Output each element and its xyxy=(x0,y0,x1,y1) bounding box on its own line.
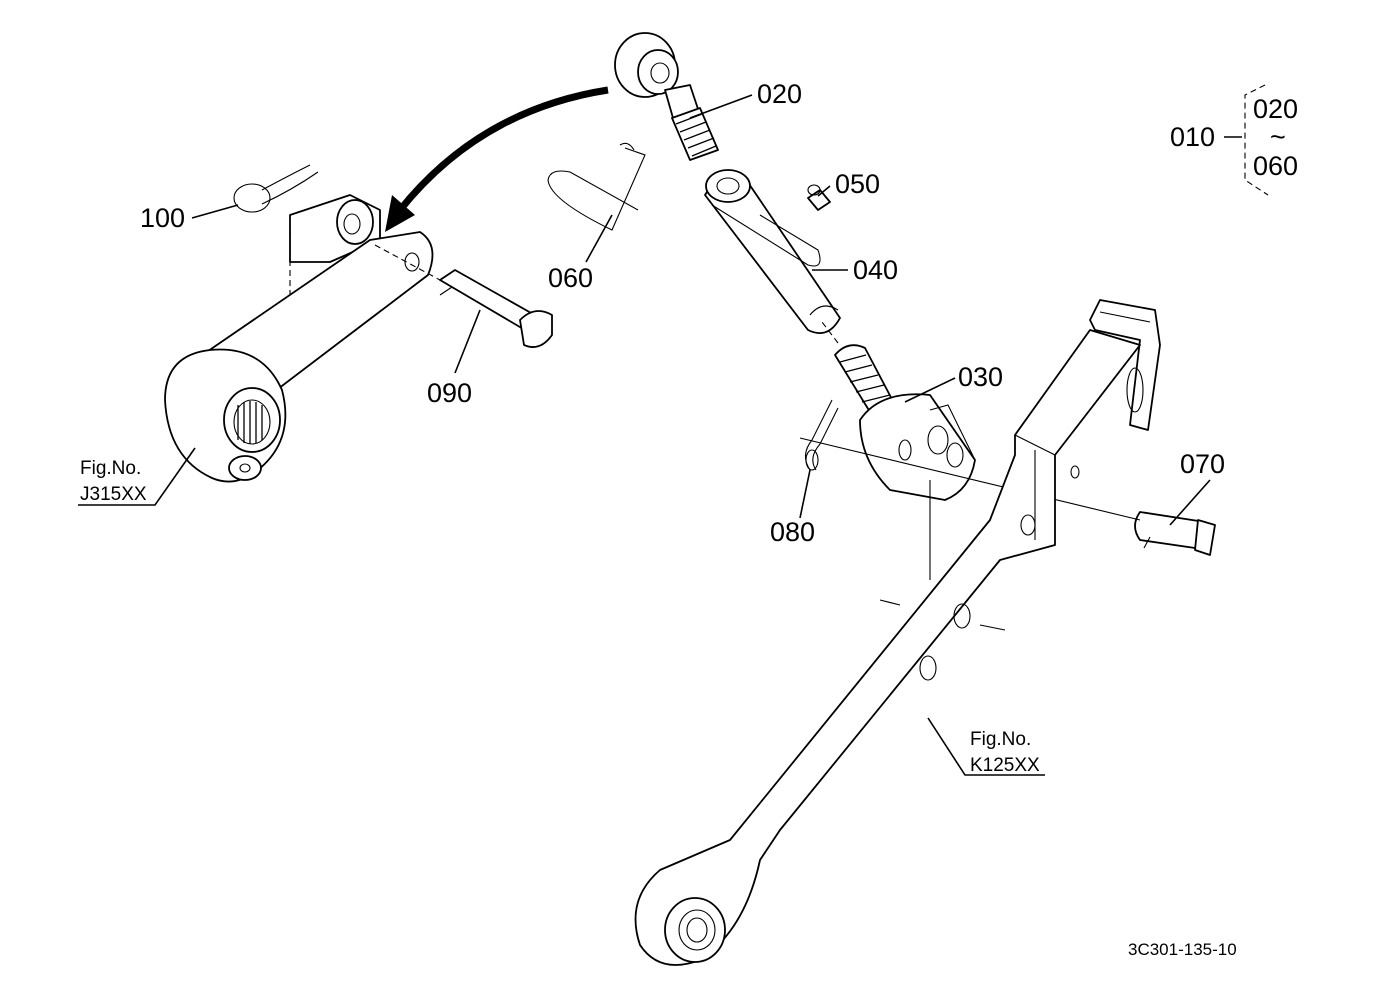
pin-090-part xyxy=(374,244,553,348)
callout-080: 080 xyxy=(770,517,815,547)
callout-020: 020 xyxy=(757,79,802,109)
spline-bore xyxy=(237,401,263,444)
spring-clip-060-part xyxy=(547,142,646,231)
callout-090: 090 xyxy=(427,378,472,408)
assembly-bracket: 010 020 ~ 060 xyxy=(1170,84,1298,196)
lower-link-part xyxy=(634,299,1161,966)
leader-lines xyxy=(78,94,1211,776)
drawing-code: 3C301-135-10 xyxy=(1128,940,1237,959)
tube-040-part xyxy=(704,169,841,334)
grease-nipple-050-part xyxy=(807,184,831,211)
bracket-bottom: 060 xyxy=(1253,151,1298,181)
linch-pin-080-part xyxy=(804,399,839,471)
callout-050: 050 xyxy=(835,169,880,199)
callout-010: 010 xyxy=(1170,122,1215,152)
fig-ref-right-code: K125XX xyxy=(970,755,1040,776)
callout-070: 070 xyxy=(1180,449,1225,479)
motion-arrow xyxy=(385,86,609,232)
bracket-tilde: ~ xyxy=(1270,122,1286,152)
fig-ref-left-label: Fig.No. xyxy=(80,458,141,479)
lift-arm-part xyxy=(164,194,434,483)
top-link-end-020-part xyxy=(614,32,719,161)
fig-ref-left-code: J315XX xyxy=(80,484,147,505)
thread-020 xyxy=(671,107,719,161)
r-clip-100-part xyxy=(233,164,319,213)
fig-ref-right-label: Fig.No. xyxy=(970,729,1031,750)
callout-060: 060 xyxy=(548,263,593,293)
bracket-top: 020 xyxy=(1253,94,1298,124)
pin-070-part xyxy=(1134,511,1216,556)
clevis-030-part xyxy=(821,321,976,501)
thread-030 xyxy=(834,344,896,413)
callout-030: 030 xyxy=(958,362,1003,392)
callout-040: 040 xyxy=(853,255,898,285)
callout-100: 100 xyxy=(140,203,185,233)
